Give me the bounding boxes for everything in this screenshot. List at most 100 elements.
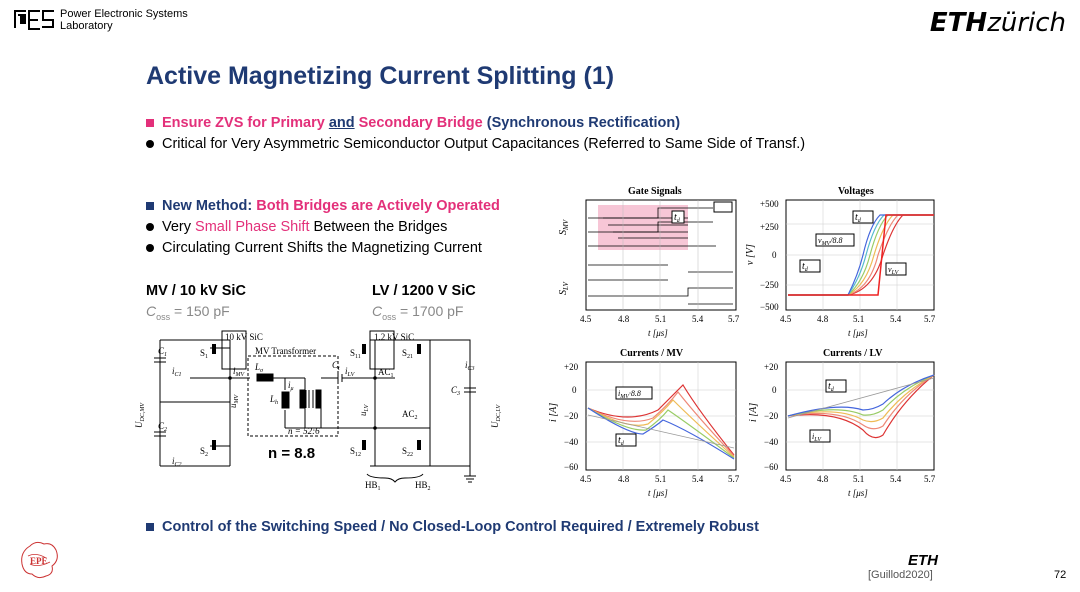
- volt-xtick-3: 5.4: [890, 314, 902, 324]
- clv-ytick-3: −40: [764, 437, 779, 447]
- waveform-plots: Gate Signals SMV SLV td 4.5 4.8 5.1 5.4 …: [548, 186, 936, 498]
- svg-text:td: td: [618, 435, 625, 447]
- label-s2: S: [200, 446, 205, 456]
- label-ic1-sub: C1: [175, 372, 182, 378]
- label-ilv: i: [345, 366, 348, 376]
- bullet-critical: Critical for Very Asymmetric Semiconduct…: [146, 134, 805, 155]
- gate-ylabel-lv: S: [558, 290, 569, 295]
- clv-ytick-4: −60: [764, 462, 779, 472]
- svg-text:iLV: iLV: [345, 366, 356, 378]
- lv-coss-sym: C: [372, 303, 383, 319]
- svg-text:C2: C2: [158, 421, 167, 433]
- mv-coss-sym: C: [146, 303, 157, 319]
- volt-xtick-1: 4.8: [817, 314, 829, 324]
- gate-xtick-1: 4.8: [618, 314, 630, 324]
- ann-td-gate: t: [674, 212, 677, 223]
- label-s21-sub: 21: [407, 354, 413, 360]
- eth-bold: ETH: [929, 8, 988, 38]
- svg-text:S12: S12: [350, 446, 361, 458]
- ann-ilv-sub: LV: [813, 437, 822, 443]
- ann-vmv-tail: /8.8: [829, 236, 842, 245]
- volt-ytick-4: −500: [760, 302, 779, 312]
- label-udclv: U: [490, 421, 500, 428]
- mv-coss-val: = 150 pF: [170, 303, 230, 319]
- lab-line1: Power Electronic Systems: [60, 8, 188, 20]
- clv-xtick-0: 4.5: [780, 474, 792, 484]
- cmv-ytick-1: 0: [572, 385, 577, 395]
- ann-td-volt2: t: [802, 261, 805, 272]
- svg-text:iC3: iC3: [465, 360, 475, 372]
- label-s2-sub: 2: [205, 452, 208, 458]
- phase-c: Between the Bridges: [309, 219, 448, 235]
- svg-text:HB2: HB2: [415, 480, 431, 490]
- label-imu: i: [288, 380, 291, 390]
- svg-text:iMV·8.8: iMV·8.8: [618, 389, 641, 400]
- ann-vmv: v: [818, 236, 822, 245]
- label-umv-sub: MV: [234, 394, 240, 405]
- gate-title: Gate Signals: [628, 186, 682, 197]
- cmv-xtick-4: 5.7: [728, 474, 740, 484]
- label-s12-sub: 12: [355, 452, 361, 458]
- svg-text:SLV: SLV: [558, 281, 570, 295]
- cmv-yticks: +20 0 −20 −40 −60: [564, 362, 579, 472]
- ann-imv-sub: MV: [619, 394, 630, 400]
- label-ac2-sub: 2: [415, 415, 418, 421]
- svg-text:S22: S22: [402, 446, 413, 458]
- svg-text:td: td: [802, 261, 809, 273]
- svg-text:AC1: AC1: [378, 367, 394, 379]
- control-text: Control of the Switching Speed / No Clos…: [162, 519, 759, 535]
- label-s12: S: [350, 446, 355, 456]
- svg-text:S21: S21: [402, 348, 413, 360]
- label-c1: C: [158, 346, 165, 356]
- label-ic1: i: [172, 366, 175, 376]
- svg-text:iC1: iC1: [172, 366, 182, 378]
- volt-xtick-4: 5.7: [924, 314, 936, 324]
- clv-ytick-1: 0: [772, 385, 777, 395]
- svg-text:iμ: iμ: [288, 380, 294, 392]
- label-ls: L: [254, 362, 260, 372]
- clv-yticks: +20 0 −20 −40 −60: [764, 362, 779, 472]
- label-ac1-sub: 1: [391, 373, 394, 379]
- label-hb1: HB: [365, 480, 378, 490]
- label-umv: u: [228, 403, 238, 408]
- navy-square-bullet-icon: [146, 202, 154, 211]
- epe-logo: EPE: [16, 534, 62, 589]
- svg-text:UDC,MV: UDC,MV: [134, 402, 146, 428]
- cmv-ytick-3: −40: [564, 437, 579, 447]
- svg-text:Lh: Lh: [269, 394, 278, 406]
- phase-b: Small Phase Shift: [195, 219, 310, 235]
- ann-vlv-sub: LV: [891, 270, 900, 276]
- clv-xticks: 4.5 4.8 5.1 5.4 5.7: [780, 474, 936, 484]
- svg-text:C3: C3: [451, 385, 460, 397]
- svg-text:HB1: HB1: [365, 480, 381, 490]
- ann-td-volt-sub: d: [858, 218, 862, 224]
- reference: [Guillod2020]: [868, 569, 933, 581]
- clv-ylabel: i [A]: [748, 403, 759, 422]
- clv-xtick-2: 5.1: [853, 474, 864, 484]
- label-c2: C: [158, 421, 165, 431]
- svg-text:Ct: Ct: [332, 360, 340, 372]
- ann-ilv: i: [812, 432, 814, 441]
- navy-square-bullet-icon: [146, 523, 154, 532]
- slide-title: Active Magnetizing Current Splitting (1): [146, 62, 615, 90]
- ann-td-gate-sub: d: [677, 218, 681, 224]
- label-ratio: n = 52:6: [288, 426, 320, 436]
- svg-text:uLV: uLV: [358, 403, 370, 416]
- label-s11: S: [350, 348, 355, 358]
- critical-text: Critical for Very Asymmetric Semiconduct…: [162, 136, 806, 152]
- bullet-new-method: New Method: Both Bridges are Actively Op…: [146, 196, 500, 217]
- label-hb2: HB: [415, 480, 428, 490]
- cmv-xtick-3: 5.4: [692, 474, 704, 484]
- gate-xtick-0: 4.5: [580, 314, 592, 324]
- new-method-a: New Method:: [162, 198, 257, 214]
- dot-bullet-icon: [146, 223, 154, 232]
- ann-td-volt: t: [855, 212, 858, 223]
- svg-text:td: td: [828, 381, 835, 393]
- svg-text:iC2: iC2: [172, 456, 182, 468]
- cmv-xticks: 4.5 4.8 5.1 5.4 5.7: [580, 474, 740, 484]
- zvs-text-c: Secondary Bridge: [354, 115, 487, 131]
- cmv-ytick-0: +20: [564, 362, 579, 372]
- label-s21: S: [402, 348, 407, 358]
- clv-title: Currents / LV: [823, 348, 883, 359]
- label-udcmv: U: [134, 421, 144, 428]
